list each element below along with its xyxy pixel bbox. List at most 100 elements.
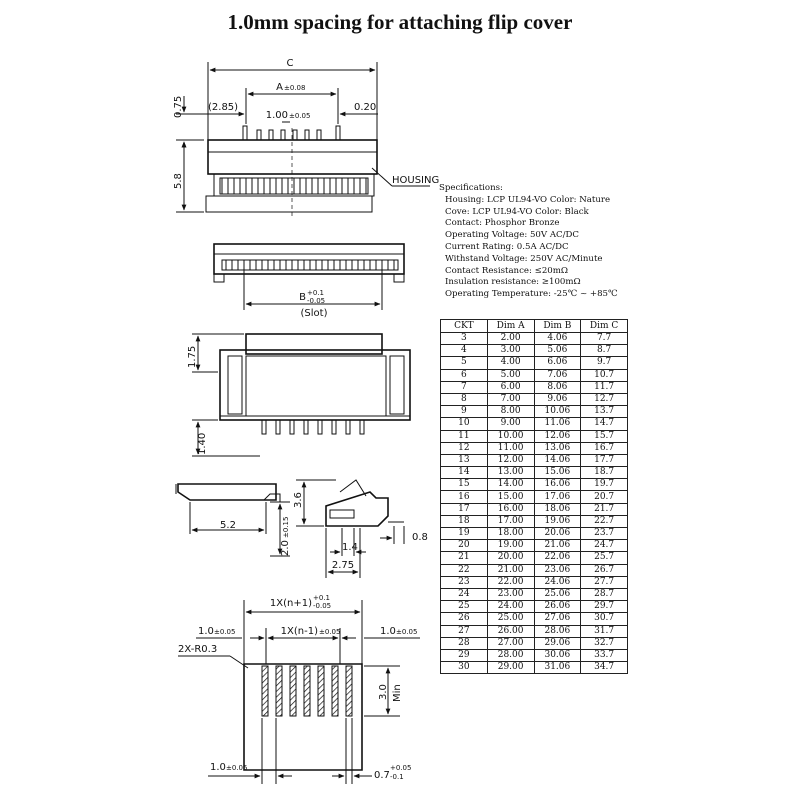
table-cell: 26 [440, 612, 488, 626]
table-cell: 13.7 [580, 405, 628, 419]
dim-left-label: (2.85) [208, 102, 238, 113]
table-cell: 15.7 [580, 429, 628, 443]
table-cell: 4.06 [533, 331, 582, 346]
spec-insulation: Insulation resistance: ≥100mΩ [445, 277, 581, 288]
table-header-row: CKT Dim A Dim B Dim C [440, 319, 628, 333]
table-cell: 3.00 [486, 344, 535, 358]
table-cell: 21.7 [580, 502, 628, 516]
table-cell: 28.00 [486, 648, 535, 663]
dim-bottom-left-label: 1.0 [210, 762, 226, 773]
table-cell: 23.00 [486, 587, 535, 602]
table-cell: 10.7 [580, 368, 628, 382]
table-cell: 6.00 [486, 380, 535, 394]
table-cell: 28.7 [580, 587, 628, 602]
housing-label: HOUSING [392, 175, 439, 186]
header-ckt: CKT [440, 319, 488, 333]
table-cell: 5.06 [533, 344, 582, 358]
table-cell: 26.06 [533, 600, 582, 614]
dim-front-bottom-label: 1.40 [197, 433, 208, 455]
dim-fp-right-tolerance: ±0.05 [396, 628, 417, 636]
header-dim-a: Dim A [486, 319, 535, 333]
table-cell: 8.7 [580, 344, 628, 358]
side-view-left: 5.2 [175, 483, 281, 534]
table-cell: 17 [440, 502, 488, 516]
table-cell: 31.7 [580, 624, 628, 638]
table-cell: 20.7 [580, 490, 628, 504]
table-cell: 9.06 [533, 392, 582, 407]
dim-pitch-tolerance: ±0.05 [289, 112, 310, 120]
dim-right-label: 0.20 [354, 102, 376, 113]
table-cell: 24.00 [486, 600, 535, 614]
table-cell: 14.00 [486, 478, 535, 492]
dim-pin-width-label: 1.4 [342, 542, 358, 553]
table-cell: 34.7 [580, 661, 628, 675]
table-cell: 13 [440, 453, 488, 468]
dim-b-tol-plus: +0.1 [307, 289, 324, 297]
spec-cover: Cove: LCP UL94-VO Color: Black [445, 206, 589, 217]
table-cell: 8.00 [486, 405, 535, 419]
spec-housing: Housing: LCP UL94-VO Color: Nature [445, 194, 611, 205]
specifications: Specifications: Housing: LCP UL94-VO Col… [439, 183, 618, 301]
dim-total-label: 1X(n+1) [270, 598, 312, 609]
table-cell: 2.00 [486, 331, 535, 346]
dim-inner-tolerance: ±0.05 [319, 628, 340, 636]
dim-bottom-right-tol-minus: -0.1 [390, 773, 404, 781]
dim-inner-label: 1X(n-1) [281, 626, 318, 637]
table-cell: 7 [440, 380, 488, 394]
table-cell: 20.00 [486, 551, 535, 565]
table-cell: 19.06 [533, 514, 582, 529]
dim-b-label: B [299, 292, 306, 303]
table-cell: 19.7 [580, 478, 628, 492]
table-cell: 25.7 [580, 551, 628, 565]
table-cell: 17.00 [486, 514, 535, 529]
header-dim-b: Dim B [533, 319, 582, 333]
table-cell: 15.06 [533, 466, 582, 480]
radius-label: 2X-R0.3 [178, 644, 217, 655]
table-cell: 24.06 [533, 575, 582, 589]
pcb-footprint: 1X(n+1) +0.1 -0.05 1X(n-1) ±0.05 1.0 ±0.… [178, 594, 420, 784]
table-cell: 23.06 [533, 563, 582, 577]
table-cell: 8 [440, 392, 488, 407]
dim-pitch-label: 1.00 [266, 110, 288, 121]
table-cell: 29 [440, 648, 488, 663]
table-cell: 12.7 [580, 392, 628, 407]
front-view: 1.75 1.40 [187, 333, 411, 457]
table-cell: 14.7 [580, 417, 628, 431]
table-cell: 7.7 [580, 331, 628, 346]
table-cell: 25.06 [533, 587, 582, 602]
table-cell: 10 [440, 417, 488, 431]
dim-bottom-left-tolerance: ±0.05 [226, 764, 247, 772]
dim-fp-left-tolerance: ±0.05 [214, 628, 235, 636]
table-cell: 4 [440, 344, 488, 358]
table-cell: 5.00 [486, 368, 535, 382]
dim-length-label: 5.2 [220, 520, 236, 531]
table-cell: 10.06 [533, 405, 582, 419]
table-cell: 19.00 [486, 539, 535, 553]
table-cell: 31.06 [533, 661, 582, 675]
table-cell: 7.06 [533, 368, 582, 382]
table-cell: 21.00 [486, 563, 535, 577]
table-cell: 29.00 [486, 661, 535, 675]
dim-base-tolerance: ±0.15 [282, 517, 290, 538]
dim-front-top-label: 1.75 [187, 346, 198, 368]
table-cell: 21 [440, 551, 488, 565]
table-cell: 12 [440, 441, 488, 455]
table-cell: 27.06 [533, 612, 582, 626]
table-cell: 14 [440, 466, 488, 480]
table-cell: 27.7 [580, 575, 628, 589]
side-view-right: 3.6 2.0 ±0.15 1.4 0.8 2.75 [270, 479, 428, 578]
table-cell: 13.06 [533, 441, 582, 455]
